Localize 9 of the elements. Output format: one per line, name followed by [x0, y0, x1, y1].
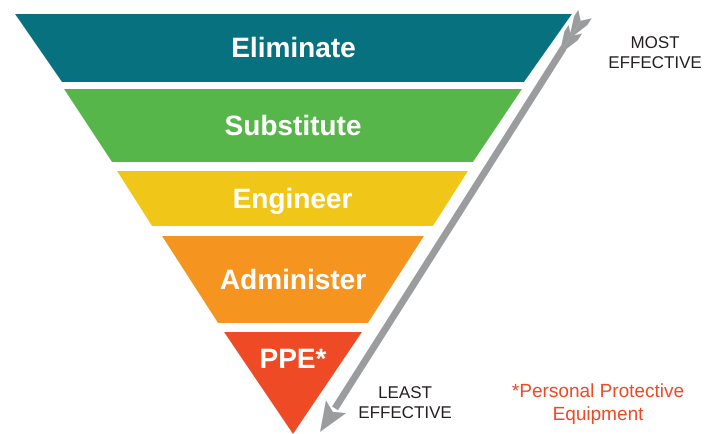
effectiveness-label: MOST EFFECTIVE — [607, 33, 703, 74]
effectiveness-label: LEAST EFFECTIVE — [357, 383, 453, 424]
band-label: PPE* — [260, 343, 326, 375]
band-label: Engineer — [232, 182, 352, 214]
footnote: *Personal Protective Equipment — [510, 381, 686, 427]
band-label: Substitute — [224, 110, 362, 142]
band-label: Administer — [220, 264, 366, 296]
band-label: Eliminate — [231, 32, 356, 64]
trapezoid-band — [117, 171, 468, 226]
